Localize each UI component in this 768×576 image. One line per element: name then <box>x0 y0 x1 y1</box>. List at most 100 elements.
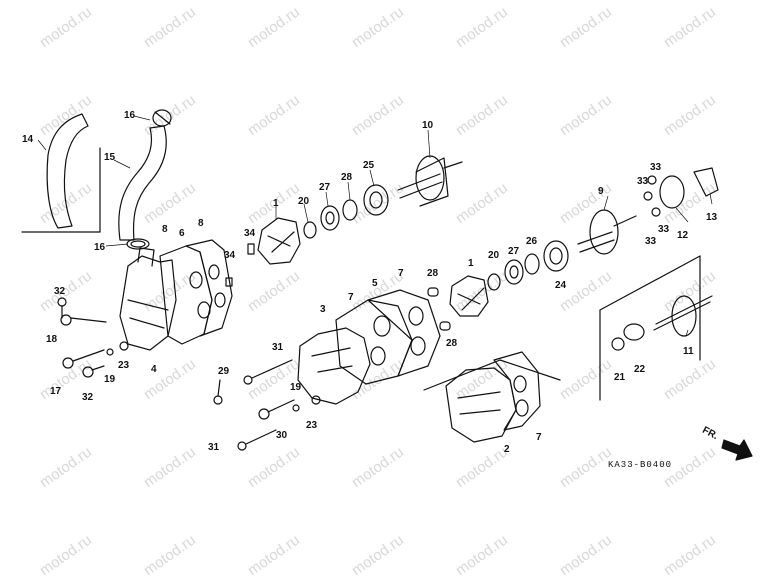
watermark-text: motod.ru <box>37 531 95 576</box>
label-4: 4 <box>151 364 157 375</box>
watermark-text: motod.ru <box>453 91 511 139</box>
watermark-text: motod.ru <box>141 355 199 403</box>
label-7-a: 7 <box>348 292 354 303</box>
watermark-text: motod.ru <box>557 91 615 139</box>
bolt-32-bottom <box>82 365 105 378</box>
label-2: 2 <box>504 444 510 455</box>
bolt-32-top <box>57 297 67 319</box>
washer-23-left <box>119 341 129 351</box>
bolt-19-lower <box>292 404 300 412</box>
cover-12 <box>659 175 685 209</box>
label-23-left: 23 <box>118 360 130 371</box>
watermark-text: motod.ru <box>765 3 768 51</box>
hose-14 <box>46 113 89 229</box>
pump-cover-4 <box>119 255 177 351</box>
label-15: 15 <box>104 152 116 163</box>
pin-34-b <box>225 277 233 287</box>
label-34-lower: 34 <box>224 250 236 261</box>
watermark-text: motod.ru <box>557 267 615 315</box>
label-20-lower: 20 <box>488 250 500 261</box>
watermark-text: motod.ru <box>661 3 719 51</box>
bolt-31-lower <box>237 429 277 451</box>
watermark-text: motod.ru <box>141 91 199 139</box>
label-16-bottom: 16 <box>94 242 106 253</box>
watermark-text: motod.ru <box>661 531 719 576</box>
label-28-upper: 28 <box>341 172 353 183</box>
label-3: 3 <box>320 304 326 315</box>
watermark-text: motod.ru <box>557 355 615 403</box>
label-10: 10 <box>422 120 434 131</box>
washer-33-a <box>647 175 657 185</box>
bolt-29 <box>213 379 223 405</box>
watermark-text: motod.ru <box>661 91 719 139</box>
label-27-lower: 27 <box>508 246 520 257</box>
watermark-text: motod.ru <box>37 443 95 491</box>
watermark-text: motod.ru <box>349 3 407 51</box>
label-23-lower: 23 <box>306 420 318 431</box>
watermark-text: motod.ru <box>37 267 95 315</box>
watermark-text: motod.ru <box>349 355 407 403</box>
watermark-text: motod.ru <box>765 531 768 576</box>
watermark-text: motod.ru <box>765 179 768 227</box>
watermark-text: motod.ru <box>245 91 303 139</box>
watermark-text: motod.ru <box>557 3 615 51</box>
watermark-text: motod.ru <box>245 3 303 51</box>
label-29: 29 <box>218 366 230 377</box>
label-26: 26 <box>526 236 538 247</box>
label-31-upper: 31 <box>272 342 284 353</box>
bolt-30 <box>258 399 295 420</box>
gasket-7-lower <box>493 351 541 431</box>
washer-22 <box>623 323 645 341</box>
pump-body-3 <box>297 327 371 405</box>
watermark-text: motod.ru <box>245 355 303 403</box>
label-8-b: 8 <box>198 218 204 229</box>
bearing-25 <box>363 184 389 216</box>
washer-33-c <box>651 207 661 217</box>
label-20-upper: 20 <box>298 196 310 207</box>
watermark-text: motod.ru <box>557 443 615 491</box>
watermark-text: motod.ru <box>141 179 199 227</box>
label-22: 22 <box>634 364 646 375</box>
watermark-text: motod.ru <box>37 91 95 139</box>
watermark-text: motod.ru <box>37 3 95 51</box>
watermark-text: motod.ru <box>245 443 303 491</box>
label-13: 13 <box>706 212 718 223</box>
label-11: 11 <box>683 346 694 357</box>
label-33-c: 33 <box>658 224 670 235</box>
hose-15 <box>118 125 167 241</box>
bolt-31-upper <box>243 359 293 385</box>
label-21: 21 <box>614 372 626 383</box>
pin-34-a <box>247 243 255 255</box>
drawing-code: KA33-B0400 <box>608 460 673 470</box>
gasket-8 <box>185 239 233 337</box>
dowel-28-a <box>427 287 439 297</box>
label-24: 24 <box>555 280 567 291</box>
bracket-box-11 <box>599 255 701 401</box>
label-12: 12 <box>677 230 689 241</box>
washer-33-b <box>643 191 653 201</box>
label-7-b: 7 <box>398 268 404 279</box>
watermark-text: motod.ru <box>141 443 199 491</box>
watermark-text: motod.ru <box>453 3 511 51</box>
washer-26 <box>524 253 540 275</box>
watermark-text: motod.ru <box>141 531 199 576</box>
impeller-1-upper <box>257 217 301 265</box>
seal-20-lower <box>487 273 501 291</box>
label-1-lower: 1 <box>468 258 474 269</box>
bearing-24 <box>543 240 569 272</box>
label-5: 5 <box>372 278 378 289</box>
watermark-text: motod.ru <box>453 443 511 491</box>
bearing-27-lower <box>504 259 524 285</box>
label-16-top: 16 <box>124 110 136 121</box>
gear-11 <box>653 295 713 337</box>
washer-23-lower <box>311 395 321 405</box>
label-31-lower: 31 <box>208 442 220 453</box>
bolt-18 <box>60 314 107 326</box>
watermark-text: motod.ru <box>245 531 303 576</box>
label-33-a: 33 <box>650 162 662 173</box>
watermark-text: motod.ru <box>453 355 511 403</box>
front-direction-arrow <box>721 439 753 461</box>
label-28-lower: 28 <box>446 338 458 349</box>
label-8-a: 8 <box>162 224 168 235</box>
